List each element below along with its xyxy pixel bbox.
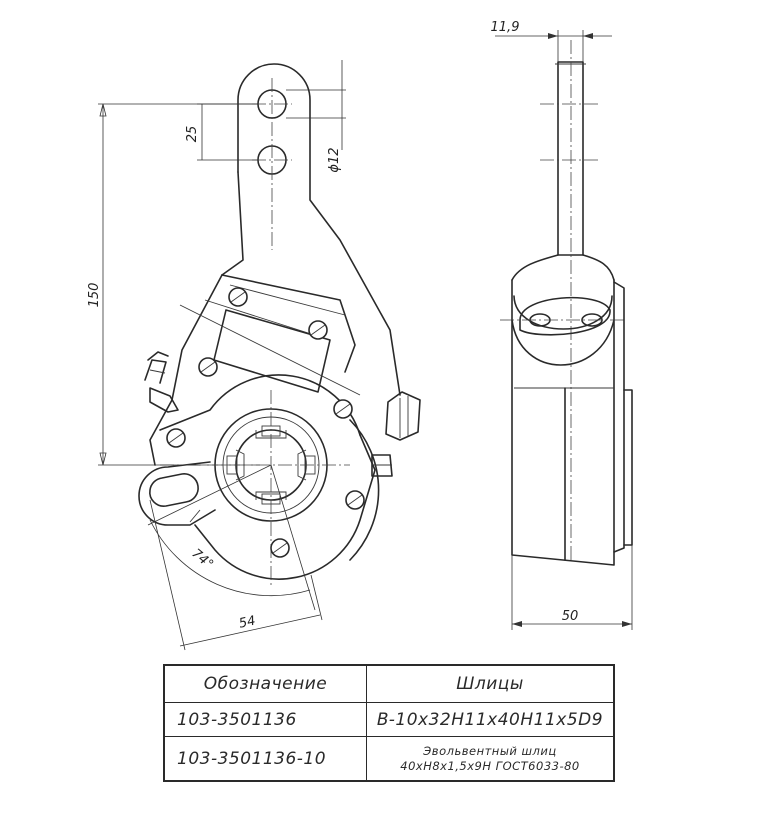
slack-adjuster-front-view bbox=[138, 63, 421, 585]
header-designation: Обозначение bbox=[163, 664, 367, 703]
table-header-row: Обозначение Шлицы bbox=[163, 664, 615, 703]
body-width-label: 50 bbox=[562, 609, 579, 624]
table-row: 103-3501136-10 Эвольвентный шлиц 40xH8x1… bbox=[163, 736, 615, 782]
row2-splines: Эвольвентный шлиц 40xH8x1,5x9H ГОСТ6033-… bbox=[366, 736, 615, 782]
table-row: 103-3501136 B-10x32H11x40H11x5D9 bbox=[163, 702, 615, 737]
slack-adjuster-side-view bbox=[500, 40, 633, 566]
header-splines: Шлицы bbox=[366, 664, 615, 703]
screw-heads bbox=[166, 287, 365, 558]
front-view-dimensions: 150 25 ϕ12 74° 54 bbox=[87, 60, 346, 651]
grease-fitting bbox=[144, 351, 179, 413]
angle-label: 74° bbox=[189, 546, 216, 572]
worm-shaft-hex bbox=[371, 391, 421, 477]
row2-splines-line2: 40xH8x1,5x9H ГОСТ6033-80 bbox=[400, 758, 580, 773]
row1-splines: B-10x32H11x40H11x5D9 bbox=[366, 702, 615, 737]
radius-offset-label: 54 bbox=[238, 614, 257, 632]
lever-length-label: 150 bbox=[87, 283, 102, 308]
shaft-width-label: 11,9 bbox=[491, 20, 520, 35]
side-view-dimensions: 11,9 50 bbox=[491, 20, 633, 630]
spec-table: Обозначение Шлицы 103-3501136 B-10x32H11… bbox=[163, 664, 615, 782]
row2-code: 103-3501136-10 bbox=[163, 736, 367, 782]
row2-splines-line1: Эвольвентный шлиц bbox=[423, 743, 557, 758]
row1-code: 103-3501136 bbox=[163, 702, 367, 737]
hole-diameter-label: ϕ12 bbox=[327, 147, 342, 172]
hole-pitch-label: 25 bbox=[185, 126, 200, 143]
